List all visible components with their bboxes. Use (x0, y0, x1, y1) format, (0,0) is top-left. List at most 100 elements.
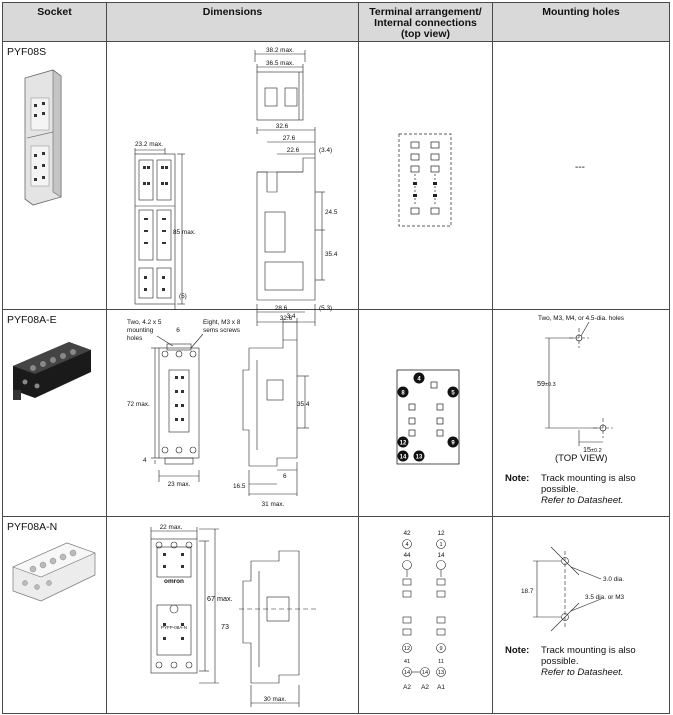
mounting-holes-pyf08a-e: Two, M3, M4, or 4.5-dia. holes (537, 315, 624, 454)
dim-6: 6 (283, 473, 287, 480)
dim-holes-l2: mounting (127, 327, 154, 334)
socket-cell: PYF08S (2, 41, 107, 310)
terminal-label: 14 (437, 552, 445, 559)
terminal-label: 14 (422, 670, 428, 676)
terminal-label: 41 (404, 659, 410, 665)
mounting-cell: Two, M3, M4, or 4.5-dia. holes (492, 309, 670, 517)
top-view-caption: (TOP VIEW) (555, 453, 608, 464)
dim-screws-l2: sems screws (203, 327, 240, 334)
terminal-label: 9 (439, 646, 442, 652)
dimension-drawing-pyf08a-e: Two, 4.2 x 5 mounting holes 6 Eight, M3 … (127, 313, 310, 508)
dim-59: 59±0.3 (537, 379, 556, 388)
socket-photo-pyf08a-e (13, 342, 91, 400)
header-row: Socket Dimensions Terminal arrangement/ … (2, 2, 670, 42)
dim-85: 85 max. (173, 229, 196, 236)
terminal-label: 4 (405, 542, 408, 548)
datasheet-reference: Refer to Datasheet. (541, 667, 624, 678)
dim-35-4: 35.4 (297, 401, 310, 408)
datasheet-reference: Refer to Datasheet. (541, 495, 624, 506)
terminal-label: 42 (403, 530, 411, 537)
mounting-cell: 3.0 dia. 3.5 dia. or M3 18.7 Note: Track… (492, 516, 670, 714)
terminal-diagram-pyf08a-e: 4 8 5 12 9 14 13 (396, 369, 460, 465)
dim-24-5: 24.5 (325, 209, 338, 216)
terminal-label: 1 (439, 542, 442, 548)
terminal-cell (358, 41, 493, 310)
coil-label: A2 (421, 684, 429, 691)
dim-73: 73 (221, 622, 229, 631)
socket-cell: PYF08A-E (2, 309, 107, 517)
dim-16-5: 16.5 (233, 483, 246, 490)
dimension-drawing-pyf08s: 38.2 max. 36.5 max. (134, 47, 338, 326)
dim-22-6: 22.6 (287, 147, 300, 154)
terminal-label: 14 (400, 455, 407, 461)
header-dimensions: Dimensions (106, 2, 359, 42)
dimension-drawing-pyf08a-n: 22 max. omron PYFP-08A-N 67 max. 73 (150, 524, 319, 707)
table-row: PYF08S (2, 41, 670, 326)
terminal-label: 12 (437, 530, 445, 537)
terminal-label: 12 (404, 646, 410, 652)
track-mounting-note: Note: Track mounting is also possible. R… (505, 473, 636, 506)
dim-28-6: 28.6 (275, 305, 288, 312)
socket-name: PYF08S (7, 46, 47, 58)
dim-15: 15±0.2 (583, 445, 602, 454)
terminal-label: 4 (417, 377, 421, 383)
dim-3-4: (3.4) (319, 147, 332, 154)
terminal-diagram-pyf08a-n: 42 12 44 14 (402, 530, 446, 691)
dim-31: 31 max. (262, 501, 285, 508)
coil-label: A1 (437, 684, 445, 691)
dim-holes-l1: Two, 4.2 x 5 (127, 319, 162, 326)
dim-4: 4 (143, 457, 147, 464)
terminal-label: 12 (400, 441, 407, 447)
terminal-label: 8 (401, 391, 405, 397)
terminal-cell: 4 8 5 12 9 14 13 (358, 309, 493, 517)
socket-name: PYF08A-N (7, 521, 58, 533)
mounting-holes-pyf08a-n: 3.0 dia. 3.5 dia. or M3 18.7 (521, 546, 625, 632)
socket-cell: PYF08A-N (2, 516, 107, 714)
socket-photo-pyf08a-n (12, 542, 96, 602)
dim-18-7: 18.7 (521, 588, 534, 595)
dim-holes-l3: holes (127, 335, 142, 342)
terminal-cell: 42 12 44 14 (358, 516, 493, 714)
dim-3-4: 3.4 (287, 313, 296, 320)
brand-label: omron (164, 578, 184, 585)
mounting-caption: Two, M3, M4, or 4.5-dia. holes (538, 315, 624, 322)
header-mounting: Mounting holes (492, 2, 670, 42)
dimensions-cell: Two, 4.2 x 5 mounting holes 6 Eight, M3 … (106, 309, 359, 517)
dim-3-0-dia: 3.0 dia. (603, 576, 624, 583)
dim-35-4: 35.4 (325, 251, 338, 258)
mounting-none: --- (575, 162, 585, 173)
mounting-cell: --- (492, 41, 670, 310)
dim-36-5: 36.5 max. (266, 60, 294, 67)
terminal-label: 14 (404, 670, 410, 676)
dim-23-2: 23.2 max. (135, 141, 163, 148)
dim-22: 22 max. (160, 524, 183, 531)
dim-5-3: (5.3) (319, 305, 332, 312)
dimensions-cell: 22 max. omron PYFP-08A-N 67 max. 73 (106, 516, 359, 714)
dim-27-6: 27.6 (283, 135, 296, 142)
dim-23: 23 max. (168, 481, 191, 488)
terminal-diagram-pyf08s (398, 133, 452, 227)
terminal-label: 11 (438, 659, 444, 665)
header-socket: Socket (2, 2, 107, 42)
dim-6-top: 6 (176, 327, 180, 334)
dim-72: 72 max. (127, 401, 150, 408)
dim-38-2: 38.2 max. (266, 47, 294, 54)
terminal-label: 9 (451, 441, 455, 447)
coil-label: A2 (403, 684, 411, 691)
dim-32-6-top: 32.6 (276, 123, 289, 130)
track-mounting-note: Note: Track mounting is also possible. R… (505, 645, 636, 678)
terminal-label: 5 (451, 391, 455, 397)
dimensions-cell: 38.2 max. 36.5 max. (106, 41, 359, 326)
dim-67: 67 max. (207, 594, 233, 603)
terminal-label: 44 (403, 552, 411, 559)
socket-photo-pyf08s (24, 69, 62, 206)
table-row: PYF08A-E Two, (2, 309, 670, 517)
dim-3-5-dia: 3.5 dia. or M3 (585, 594, 625, 601)
terminal-label: 13 (416, 455, 423, 461)
socket-name: PYF08A-E (7, 314, 57, 326)
dim-30: 30 max. (264, 696, 287, 703)
dim-5: (5) (179, 293, 187, 300)
table-row: PYF08A-N (2, 516, 670, 714)
